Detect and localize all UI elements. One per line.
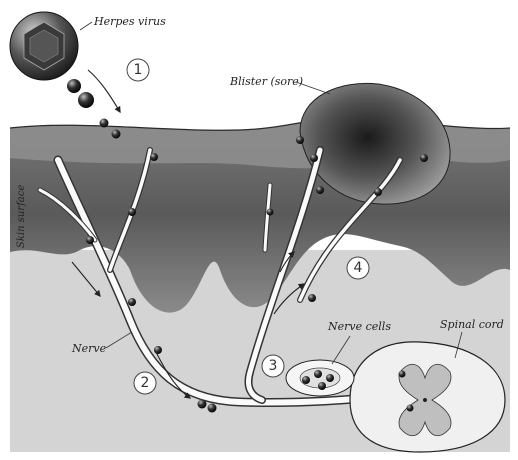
step-3: 3 — [269, 358, 278, 374]
step-4: 4 — [354, 260, 363, 276]
herpes-virus-label: Herpes virus — [93, 15, 166, 28]
herpes-virus-leader — [80, 22, 92, 30]
nerve-label: Nerve — [71, 342, 107, 355]
step-1: 1 — [134, 62, 143, 78]
herpes-virus-particle — [10, 12, 78, 80]
nerve-cells-label: Nerve cells — [327, 320, 391, 333]
step-2: 2 — [141, 375, 150, 391]
skin-surface-label: Skin surface — [16, 185, 27, 248]
blister-label: Blister (sore) — [229, 75, 303, 88]
spinal-cord-label: Spinal cord — [440, 318, 504, 331]
nerve-cell-ganglion — [286, 360, 354, 396]
